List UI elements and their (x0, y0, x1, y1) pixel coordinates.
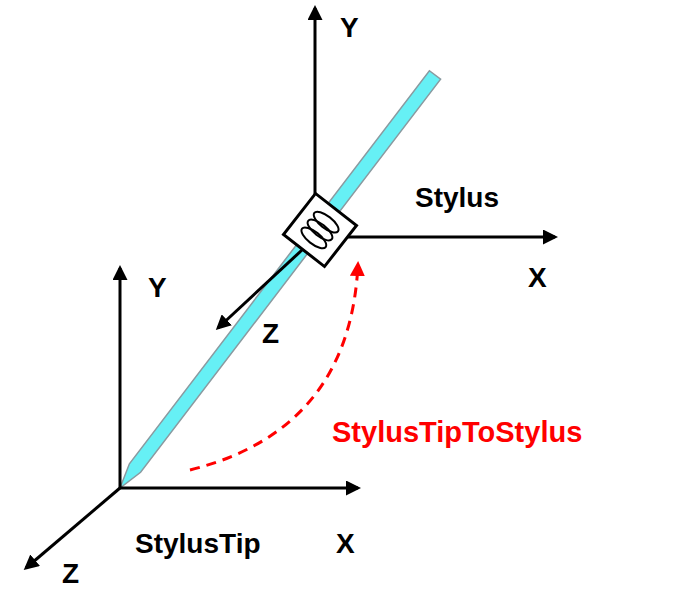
frame-name: StylusTip (135, 528, 261, 560)
axis-label: Z (262, 318, 279, 350)
axis-label: X (528, 262, 547, 294)
stylustip-frame (26, 268, 358, 568)
stylus-frame (218, 8, 555, 328)
sensor-coil (284, 194, 357, 267)
frame-name: Stylus (415, 182, 499, 214)
axis-label: Z (62, 558, 79, 590)
transform-name: StylusTipToStylus (332, 416, 582, 449)
axis-label: Y (340, 12, 359, 44)
axis-label: X (336, 528, 355, 560)
axis-label: Y (148, 272, 167, 304)
